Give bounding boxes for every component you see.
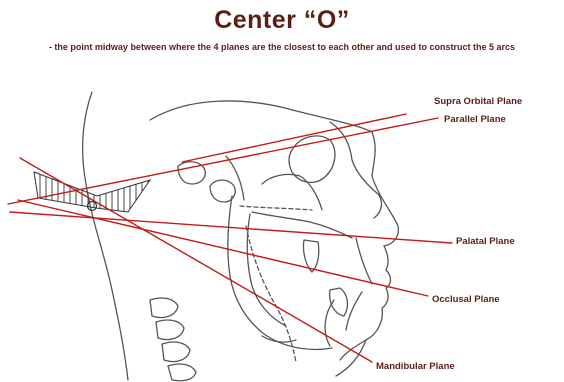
occlusal-plane-line	[18, 200, 428, 296]
parallel-plane-line	[8, 118, 438, 204]
supra-orbital-plane-line	[182, 114, 406, 162]
label-mandibular-plane: Mandibular Plane	[376, 361, 455, 372]
upper-lip-outline	[384, 246, 391, 288]
hyoid-outline	[262, 336, 296, 342]
maxilla-outline	[252, 212, 352, 238]
palatal-plane-line	[10, 212, 452, 243]
label-supra-orbital-plane: Supra Orbital Plane	[434, 96, 522, 107]
vertebra-1	[150, 298, 178, 318]
label-occlusal-plane: Occlusal Plane	[432, 294, 500, 305]
nasal-floor-outline	[240, 206, 312, 210]
upper-incisor	[356, 238, 372, 284]
ramus-outline	[228, 196, 332, 349]
chin-outline	[336, 340, 366, 376]
cheekbone-outline	[262, 174, 322, 210]
label-parallel-plane: Parallel Plane	[444, 114, 506, 125]
condyle-outline	[210, 180, 235, 202]
vertebra-4	[168, 364, 196, 381]
plane-lines	[8, 114, 452, 362]
label-palatal-plane: Palatal Plane	[456, 236, 515, 247]
cranium-outline	[83, 92, 128, 380]
lower-incisor	[346, 292, 362, 330]
center-o-point	[88, 202, 97, 211]
skull-vault-outline	[150, 101, 372, 132]
nose-outline	[372, 132, 398, 246]
mandibular-plane-line	[20, 158, 372, 362]
vertebra-2	[156, 320, 184, 340]
vertebra-3	[162, 342, 190, 362]
